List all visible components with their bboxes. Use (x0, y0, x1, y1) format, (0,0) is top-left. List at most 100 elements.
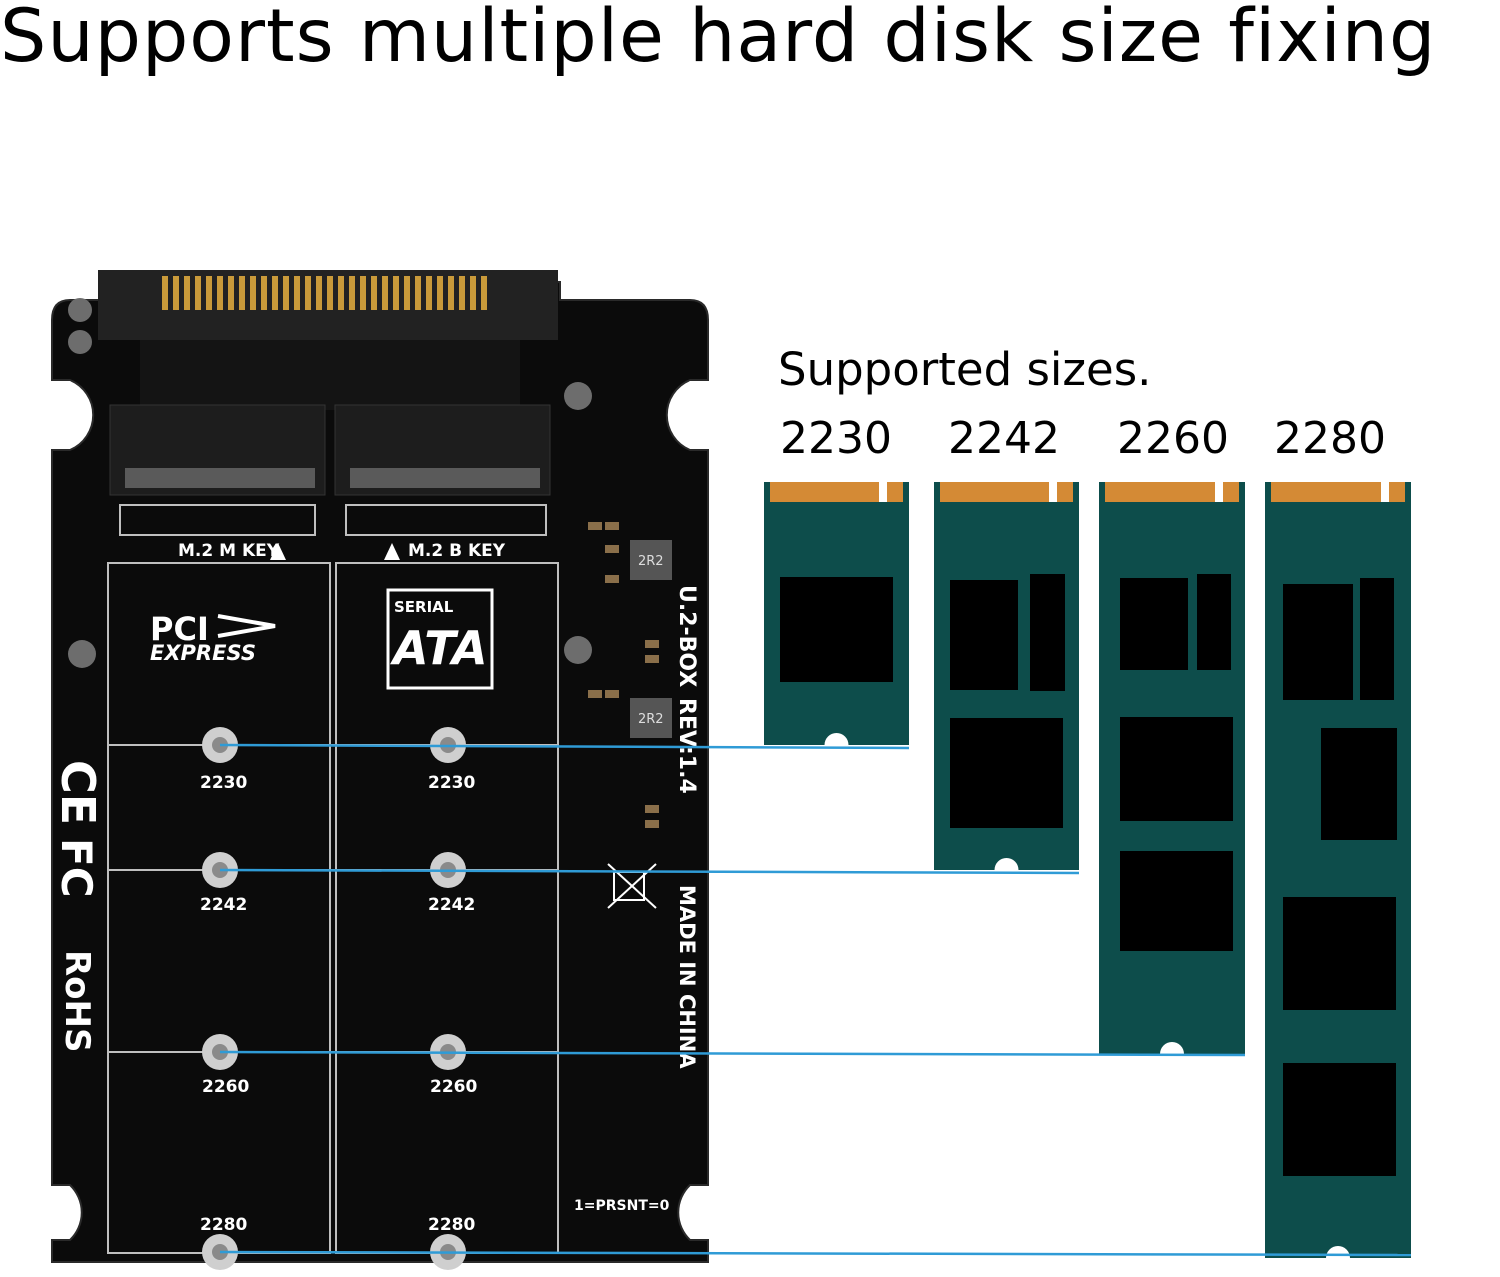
hole-label-right-2242: 2242 (428, 895, 475, 915)
hole-label-left-2280: 2280 (200, 1215, 247, 1235)
ssd-cards (764, 482, 1411, 1258)
ssd-chip (1120, 578, 1188, 670)
ssd-chip (1197, 574, 1231, 670)
ssd-gold-edge (1105, 482, 1239, 502)
hole-label-left-2242: 2242 (200, 895, 247, 915)
hole-label-right-2280: 2280 (428, 1215, 475, 1235)
arrow-up-icon (270, 543, 286, 560)
hole-label-right-2260: 2260 (430, 1077, 477, 1097)
headline: Supports multiple hard disk size fixing (0, 0, 1437, 79)
ssd-chip (1360, 578, 1394, 700)
gold-pin (250, 276, 256, 310)
model-label: U.2-BOX (674, 585, 699, 687)
gold-pin (316, 276, 322, 310)
gold-pin (206, 276, 212, 310)
ssd-screw-notch (1160, 1042, 1184, 1054)
gold-pin (338, 276, 344, 310)
hole-label-left-2260: 2260 (202, 1077, 249, 1097)
ssd-chip (1120, 851, 1233, 951)
mount-hole (68, 330, 92, 354)
ssd-screw-notch (824, 733, 849, 745)
logo-serial: SERIAL (394, 598, 454, 616)
origin-label: MADE IN CHINA (675, 885, 699, 1069)
ssd-key-notch (1215, 482, 1223, 502)
gold-pin (228, 276, 234, 310)
logo-ata: ATA (390, 621, 488, 675)
gold-pin (360, 276, 366, 310)
logo-pci: PCI (150, 610, 209, 648)
mount-hole (564, 382, 592, 410)
inductor-l1-label: 2R2 (638, 554, 664, 569)
ssd-key-notch (1381, 482, 1389, 502)
ssd-chip (950, 580, 1018, 690)
ssd-chip (780, 577, 893, 682)
ssd-gold-edge (940, 482, 1073, 502)
prsnt-label: 1=PRSNT=0 (574, 1198, 670, 1214)
leader-line-2230 (219, 743, 910, 750)
ssd-chip (950, 718, 1063, 828)
hole-label-right-2230: 2230 (428, 773, 475, 793)
leader-line-2242 (219, 868, 1080, 875)
gold-pin (404, 276, 410, 310)
cert-rohs: RoHS (57, 950, 97, 1052)
inductor-l2 (630, 698, 672, 738)
gold-pin (283, 276, 289, 310)
gold-pins (162, 276, 487, 310)
ssd-chip (1030, 574, 1065, 691)
ssd-gold-edge (1271, 482, 1405, 502)
gold-pin (349, 276, 355, 310)
m2-socket-b-pins (350, 468, 540, 488)
cert-fc: FC (52, 838, 101, 898)
sata-logo-frame (386, 588, 494, 690)
size-label-2242: 2242 (948, 413, 1060, 464)
ssd-gold-edge (770, 482, 903, 502)
gold-pin (217, 276, 223, 310)
supported-sizes-title: Supported sizes. (778, 343, 1152, 396)
ssd-chip (1283, 1063, 1396, 1176)
inductor-l1 (630, 540, 672, 580)
cert-ce: CE (51, 760, 105, 825)
gold-pin (305, 276, 311, 310)
gold-pin (459, 276, 465, 310)
gold-pin (239, 276, 245, 310)
ssd-chip (1283, 584, 1353, 700)
mount-hole (68, 640, 96, 668)
gold-pin (371, 276, 377, 310)
adapter-board: M.2 M KEY M.2 B KEY PCI EXPRESS SERIAL A… (51, 270, 709, 1270)
leader-lines (219, 743, 1412, 1257)
gold-pin (272, 276, 278, 310)
ssd-screw-notch (994, 858, 1019, 870)
leader-line-2260 (219, 1050, 1246, 1057)
ssd-chip (1283, 897, 1396, 1010)
size-label-2280: 2280 (1274, 413, 1386, 464)
gold-pin (195, 276, 201, 310)
mount-hole (68, 298, 92, 322)
slot-m-label: M.2 M KEY (178, 541, 280, 561)
gold-pin (294, 276, 300, 310)
gold-pin (437, 276, 443, 310)
gold-pin (173, 276, 179, 310)
ssd-chip (1120, 717, 1233, 821)
gold-pin (382, 276, 388, 310)
gold-pin (162, 276, 168, 310)
ssd-key-notch (1049, 482, 1057, 502)
pci-chevron-icon (217, 614, 276, 638)
ssd-key-notch (879, 482, 887, 502)
gold-pin (261, 276, 267, 310)
gold-pin (481, 276, 487, 310)
gold-pin (327, 276, 333, 310)
gold-pin (415, 276, 421, 310)
gold-pin (470, 276, 476, 310)
gold-pin (448, 276, 454, 310)
m2-socket-m-pins (125, 468, 315, 488)
gold-pin (184, 276, 190, 310)
pcb-outline (51, 281, 709, 1263)
leader-line-2280 (219, 1250, 1412, 1257)
size-label-2230: 2230 (780, 413, 892, 464)
logo-express: EXPRESS (150, 641, 256, 665)
slot-b-label: M.2 B KEY (408, 541, 506, 561)
u2-connector-body (140, 340, 520, 410)
mount-hole (564, 636, 592, 664)
gold-pin (426, 276, 432, 310)
